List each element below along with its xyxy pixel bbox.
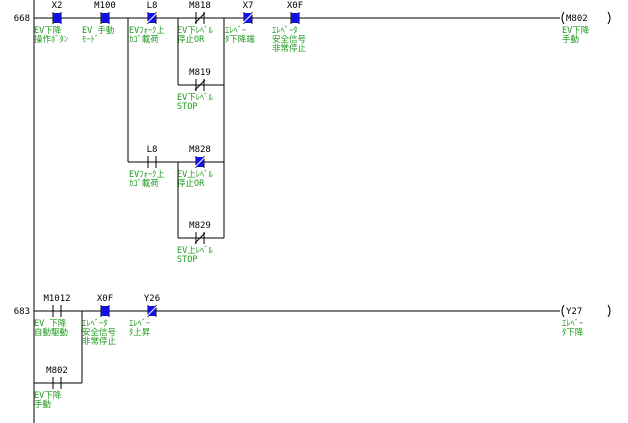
device-label: L8 [147,1,158,11]
device-comment: ｴﾚﾍﾞｰﾀ [82,319,108,329]
device-comment: 非常停止 [82,336,117,347]
monitor-on-mark [291,13,299,23]
nc-slash [146,305,158,317]
device-comment: 手動 [34,399,51,410]
device-comment: ｴﾚﾍﾞｰﾀ [272,26,298,36]
monitor-on-mark [53,13,61,23]
nc-slash [146,12,158,24]
device-label: M1012 [43,294,70,304]
device-comment: EV下ﾚﾍﾞﾙ [177,26,213,36]
device-comment: 安全信号 [82,327,116,338]
nc-slash [194,232,206,244]
device-label: X7 [243,1,254,11]
nc-slash [194,12,206,24]
device-comment: ｶｺﾞ載荷 [129,34,159,45]
device-label: M100 [94,1,116,11]
coil-comment: 手動 [562,34,579,45]
coil-left-arc [561,11,565,25]
device-comment: ｴﾚﾍﾞｰ [225,26,246,36]
coil-right-arc [607,304,611,318]
nc-slash [242,12,254,24]
device-comment: EV下ﾚﾍﾞﾙ [177,93,213,103]
device-comment: EVﾌｫｰｸ上 [129,26,165,36]
device-comment: ｴﾚﾍﾞｰ [129,319,150,329]
nc-slash [194,79,206,91]
step-number: 683 [14,307,30,317]
device-comment: ｶｺﾞ載荷 [129,178,159,189]
coil-right-arc [607,11,611,25]
device-comment: EV上ﾚﾍﾞﾙ [177,246,213,256]
device-comment: ﾓｰﾄﾞ [82,35,99,45]
coil-device-label: Y27 [566,307,582,317]
coil-comment: ｴﾚﾍﾞｰ [562,319,583,329]
device-label: X0F [97,294,113,304]
coil-comment: EV下降 [562,25,590,36]
coil-device-label: M802 [566,14,588,24]
device-comment: EV下降 [34,25,62,36]
device-comment: ﾀ下降端 [225,34,255,45]
device-comment: 非常停止 [272,43,307,54]
device-label: M818 [189,1,211,11]
device-comment: STOP [177,255,197,265]
device-label: X0F [287,1,303,11]
device-comment: EVﾌｫｰｸ上 [129,170,165,180]
step-number: 668 [14,14,30,24]
device-label: M819 [189,68,211,78]
device-label: M802 [46,366,68,376]
device-comment: EV 下降 [34,318,67,329]
device-comment: 自動駆動 [34,327,68,338]
device-comment: 停止OR [177,178,205,189]
device-comment: ﾀ上昇 [129,328,151,338]
device-comment: 停止OR [177,34,205,45]
device-label: Y26 [144,294,160,304]
device-label: M828 [189,145,211,155]
device-comment: 操作ﾎﾞﾀﾝ [34,34,68,45]
coil-left-arc [561,304,565,318]
device-label: X2 [52,1,63,11]
device-label: L8 [147,145,158,155]
device-comment: STOP [177,102,197,112]
coil-comment: ﾀ下降 [562,327,584,338]
device-comment: 安全信号 [272,34,306,45]
monitor-on-mark [101,306,109,316]
device-comment: EV上ﾚﾍﾞﾙ [177,170,213,180]
nc-slash [194,156,206,168]
device-comment: EV下降 [34,390,62,401]
device-comment: EV 手動 [82,25,114,36]
device-label: M829 [189,221,211,231]
monitor-on-mark [101,13,109,23]
